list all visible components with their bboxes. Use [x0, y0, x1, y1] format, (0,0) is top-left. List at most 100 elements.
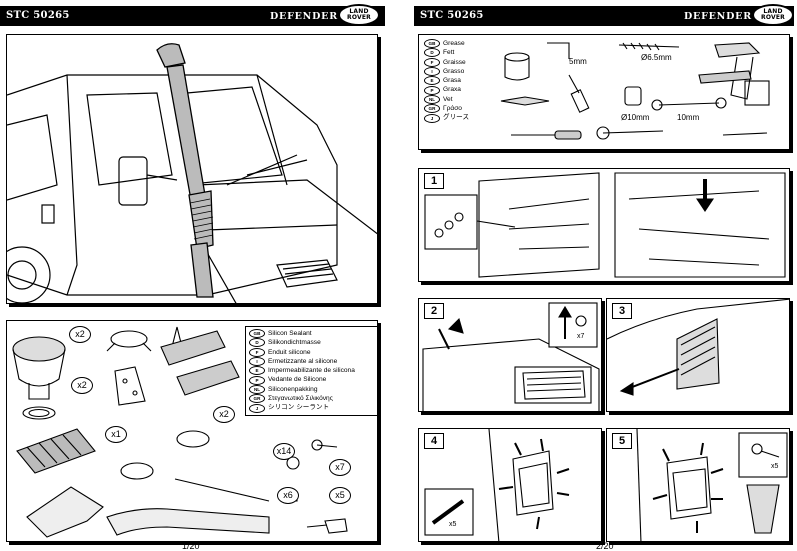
step-5-number: 5: [612, 433, 632, 449]
language-code-badge: GR: [249, 394, 265, 404]
legend-text: Fett: [443, 49, 455, 57]
legend-text: Graxa: [443, 86, 461, 94]
language-code-badge: J: [424, 113, 440, 123]
parts-drawing: [12, 326, 348, 538]
step-2-number: 2: [424, 303, 444, 319]
language-code-badge: F: [249, 347, 265, 357]
legend-text: Siliconenpakking: [268, 385, 318, 393]
spanner-size: 10mm: [677, 113, 700, 122]
legend-text: Silikondichtmasse: [268, 339, 321, 347]
step-1-drawing: [424, 172, 786, 278]
step-2-drawing: [422, 302, 600, 411]
qty-badge: x7: [329, 459, 351, 476]
step-5-drawing: [636, 429, 788, 541]
left-page-number: 1/20: [182, 541, 200, 551]
legend-text: Vet: [443, 95, 453, 103]
right-header-bar: [414, 6, 794, 26]
language-code-badge: GB: [424, 39, 440, 49]
legend-text: シリコン シーラント: [268, 404, 330, 412]
legend-text: Enduit silicone: [268, 348, 311, 356]
vehicle-drawing: [7, 43, 377, 303]
right-page-number: 2/20: [596, 541, 614, 551]
legend-text: Grasso: [443, 67, 465, 75]
legend-text: Graisse: [443, 58, 466, 66]
step-3-drawing: [607, 299, 789, 396]
language-code-badge: NL: [249, 384, 265, 394]
left-document-code: STC 50265: [6, 10, 70, 21]
qty-badge: x6: [277, 487, 299, 504]
screw-quantity: x7: [577, 333, 585, 340]
qty-badge: x14: [273, 443, 295, 460]
language-code-badge: I: [424, 67, 440, 77]
legend-text: グリース: [443, 114, 470, 122]
legend-text: Vedante de Silicone: [268, 376, 327, 384]
step-5-panel: 5 x5: [606, 428, 790, 542]
hex-key-size: 5mm: [569, 57, 587, 66]
language-code-badge: E: [249, 366, 265, 376]
drill-bit-size: Ø6.5mm: [641, 53, 672, 62]
left-model-name: DEFENDER: [270, 11, 338, 22]
step-4-panel: 4 x5: [418, 428, 602, 542]
legend-text: Grease: [443, 40, 465, 47]
right-model-name: DEFENDER: [684, 11, 752, 22]
step-2-panel: 2 x7: [418, 298, 602, 412]
legend-text: Silicon Sealant: [268, 330, 312, 337]
language-code-badge: I: [249, 357, 265, 367]
legend-text: Στεγανωτικό Σιλικόνης: [268, 395, 333, 403]
language-code-badge: P: [249, 375, 265, 385]
step-3-number: 3: [612, 303, 632, 319]
screw-quantity: x5: [771, 463, 779, 470]
step-1-panel: 1: [418, 168, 790, 282]
language-code-badge: F: [424, 57, 440, 67]
legend-text: Γράσο: [443, 105, 462, 113]
right-document-code: STC 50265: [420, 10, 484, 21]
qty-badge: x2: [71, 377, 93, 394]
pin-quantity: x5: [449, 521, 457, 528]
language-code-badge: GB: [249, 329, 265, 339]
step-4-number: 4: [424, 433, 444, 449]
step-4-drawing: [424, 429, 570, 541]
qty-badge: x5: [329, 487, 351, 504]
language-code-badge: D: [424, 48, 440, 58]
language-code-badge: GR: [424, 104, 440, 114]
step-1-number: 1: [424, 173, 444, 189]
vehicle-snorkel-illustration: [6, 34, 378, 304]
qty-badge: x2: [213, 406, 235, 423]
legend-text: Impermeabilizante de silicona: [268, 367, 355, 375]
qty-badge: x2: [69, 326, 91, 343]
language-code-badge: D: [249, 338, 265, 348]
legend-text: Ermetizzante al silicone: [268, 357, 338, 365]
language-code-badge: P: [424, 85, 440, 95]
socket-size: Ø10mm: [621, 113, 650, 122]
qty-badge: x1: [105, 426, 127, 443]
left-header-bar: [0, 6, 385, 26]
tools-drawing: [500, 42, 770, 140]
language-code-badge: J: [249, 403, 265, 413]
language-code-badge: NL: [424, 94, 440, 104]
legend-text: Grasa: [443, 77, 461, 85]
